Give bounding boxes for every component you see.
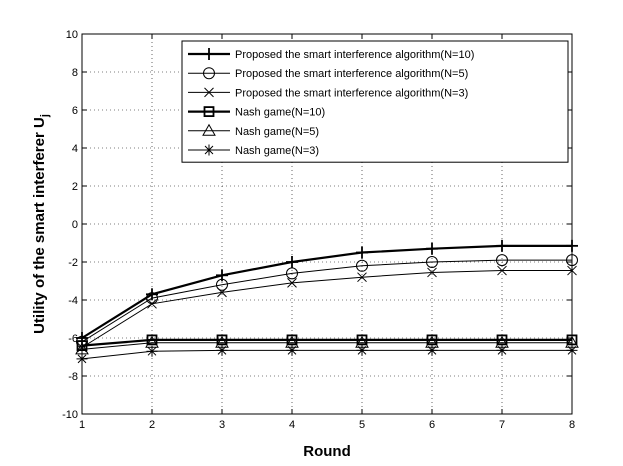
x-tick-label: 5	[359, 419, 365, 431]
data-point-square	[496, 334, 508, 346]
data-point-square	[426, 334, 438, 346]
data-point-star	[216, 344, 228, 356]
x-tick-label: 4	[289, 419, 295, 431]
x-tick-label: 3	[219, 419, 225, 431]
x-tick-label: 1	[79, 419, 85, 431]
y-tick-label: -6	[68, 333, 78, 345]
data-point-circle	[203, 67, 215, 80]
y-tick-label: 8	[72, 67, 78, 79]
data-point-star	[426, 344, 438, 356]
y-tick-label: -10	[62, 409, 78, 421]
y-tick-label: 4	[72, 143, 78, 155]
legend-item: Proposed the smart interference algorith…	[188, 48, 474, 61]
series-line	[81, 338, 572, 347]
data-point-square	[286, 334, 298, 346]
data-point-plus	[426, 242, 438, 255]
legend-item: Nash game(N=5)	[188, 123, 319, 138]
x-tick-label: 8	[569, 419, 575, 431]
legend-item: Nash game(N=10)	[188, 106, 325, 119]
data-point-plus	[203, 48, 215, 60]
data-point-x	[204, 87, 214, 98]
x-tick-label: 6	[429, 419, 435, 431]
data-point-plus	[496, 239, 508, 252]
data-point-x	[497, 265, 507, 276]
legend-label: Proposed the smart interference algorith…	[235, 68, 468, 80]
data-point-star	[356, 344, 368, 356]
data-point-star	[146, 345, 158, 357]
data-point-square	[356, 334, 368, 346]
x-tick-label: 2	[149, 419, 155, 431]
data-point-circle	[426, 256, 438, 268]
data-point-x	[147, 298, 157, 309]
data-point-circle	[356, 259, 368, 272]
data-point-star	[203, 144, 215, 156]
y-tick-label: -8	[68, 371, 78, 383]
data-point-square	[146, 334, 158, 346]
legend-label: Nash game(N=3)	[235, 145, 319, 157]
y-axis-label-main: Utility of the smart interferer U	[31, 117, 48, 334]
data-point-x	[287, 278, 297, 288]
series-line	[81, 259, 572, 343]
y-axis-label-subscript: j	[39, 114, 51, 118]
data-point-x	[217, 287, 227, 298]
data-point-triangle	[202, 123, 216, 136]
legend-box	[181, 40, 569, 163]
data-point-circle	[216, 278, 228, 291]
data-point-star	[286, 344, 298, 356]
data-point-circle	[286, 267, 298, 280]
data-point-square	[216, 334, 228, 346]
series-line	[81, 342, 572, 350]
data-point-star	[496, 344, 508, 356]
legend-item: Proposed the smart interference algorith…	[188, 67, 468, 80]
data-point-x	[357, 272, 367, 283]
legend-label: Proposed the smart interference algorith…	[235, 87, 468, 99]
series-line	[81, 349, 572, 360]
data-point-square	[203, 106, 215, 117]
legend-item: Nash game(N=3)	[188, 144, 319, 157]
y-tick-label: 0	[72, 219, 78, 231]
series-6	[76, 344, 578, 365]
series-line	[81, 270, 572, 348]
y-axis-label: Utility of the smart interferer Uj	[31, 114, 51, 334]
legend-label: Nash game(N=10)	[235, 107, 325, 119]
axis-ticks: 1 2 3 4 5 6 7 8 -10 -8 -6 -4 -2 0 2 4 6 8 10	[62, 29, 575, 431]
y-tick-label: -2	[68, 257, 78, 269]
series-line	[81, 244, 572, 339]
y-tick-label: 10	[66, 29, 78, 41]
data-point-plus	[356, 246, 368, 259]
x-tick-label: 7	[499, 419, 505, 431]
legend: Proposed the smart interference algorith…	[181, 40, 569, 163]
data-point-plus	[286, 256, 298, 268]
x-axis-label: Round	[303, 443, 350, 460]
legend-label: Proposed the smart interference algorith…	[235, 49, 474, 61]
legend-label: Nash game(N=5)	[235, 126, 319, 138]
data-point-x	[427, 267, 437, 278]
data-point-circle	[496, 254, 508, 267]
legend-item: Proposed the smart interference algorith…	[188, 87, 468, 99]
y-tick-label: 2	[72, 181, 78, 193]
y-tick-label: 6	[72, 105, 78, 117]
y-tick-label: -4	[68, 295, 78, 307]
